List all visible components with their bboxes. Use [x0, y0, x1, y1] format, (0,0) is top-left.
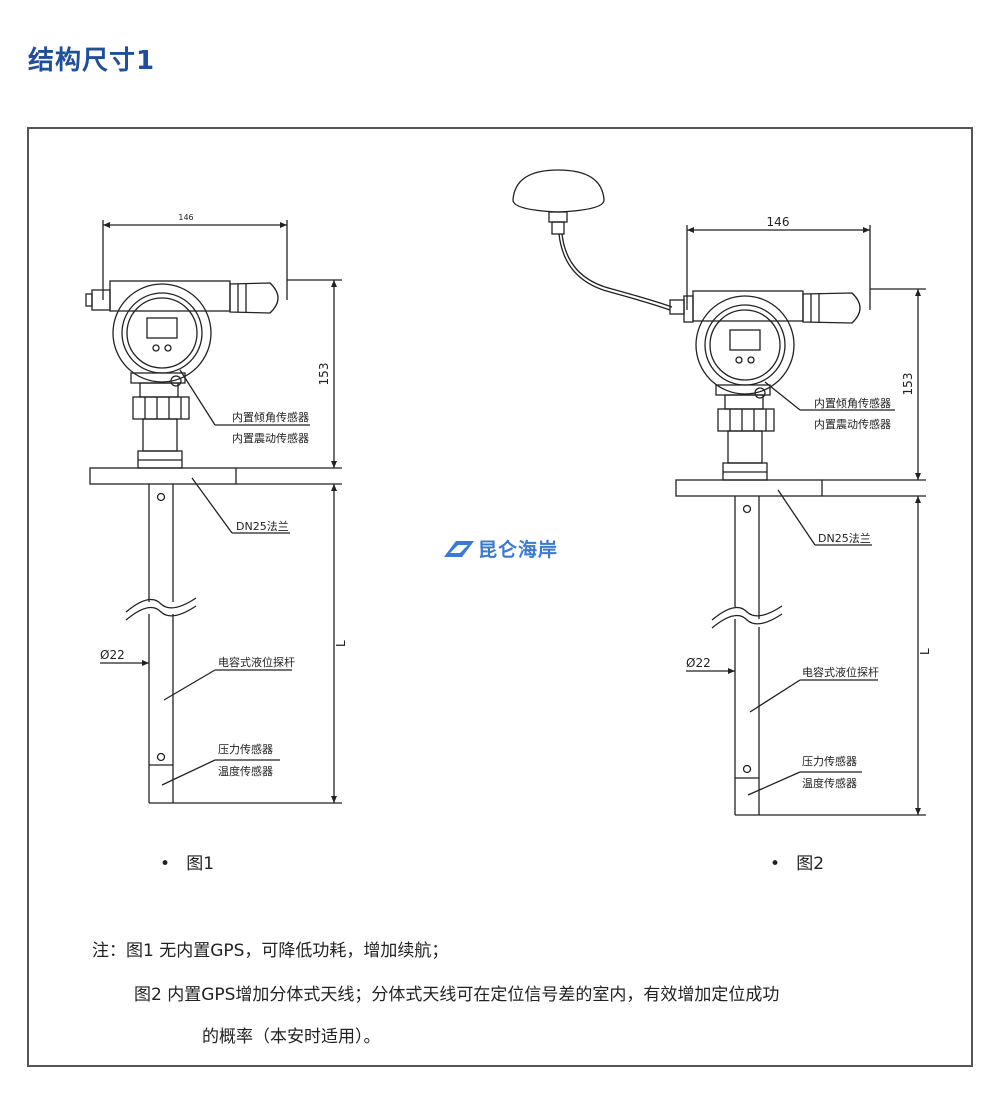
note-line-3: 的概率（本安时适用）。 [202, 1027, 381, 1047]
fig2-caption-text: 图2 [796, 854, 825, 874]
note-line-1: 注：图1 无内置GPS，可降低功耗，增加续航； [92, 941, 449, 961]
fig2-label-temp: 温度传感器 [802, 776, 857, 790]
drawing-frame [27, 127, 973, 1067]
fig2-label-diameter: Ø22 [686, 656, 711, 670]
fig1-label-pressure: 压力传感器 [218, 743, 273, 756]
fig1-caption-bullet: • [160, 854, 171, 874]
fig1-label-tilt: 内置倾角传感器 [232, 410, 309, 424]
page-title: 结构尺寸1 [28, 46, 156, 76]
fig2-label-pressure: 压力传感器 [802, 755, 857, 768]
fig2-label-flange: DN25法兰 [818, 531, 871, 545]
fig2-label-vibration: 内置震动传感器 [814, 417, 891, 431]
fig1-width-dim: 146 [178, 213, 193, 222]
fig1-height-dim: 153 [317, 363, 331, 386]
fig1-label-temp: 温度传感器 [218, 764, 273, 778]
fig2-caption-bullet: • [770, 854, 781, 874]
fig1-caption: • 图1 [160, 849, 214, 874]
fig2-label-tilt: 内置倾角传感器 [814, 396, 891, 410]
fig1-label-flange: DN25法兰 [236, 519, 289, 533]
note-line-2: 图2 内置GPS增加分体式天线；分体式天线可在定位信号差的室内，有效增加定位成功 [134, 985, 780, 1005]
fig2-label-length: L [918, 648, 932, 655]
fig1-caption-text: 图1 [186, 854, 215, 874]
watermark-logo: 昆仑海岸 [442, 535, 558, 562]
fig2-height-dim: 153 [901, 373, 915, 396]
fig1-label-length: L [334, 640, 348, 647]
figure2-device [512, 169, 926, 816]
fig1-label-probe: 电容式液位探杆 [218, 655, 295, 669]
watermark-text: 昆仑海岸 [478, 539, 559, 561]
fig2-label-probe: 电容式液位探杆 [802, 665, 879, 679]
fig1-label-vibration: 内置震动传感器 [232, 431, 309, 445]
figure1-device [85, 220, 342, 804]
fig2-width-dim: 146 [767, 215, 790, 229]
fig1-label-diameter: Ø22 [100, 648, 125, 662]
fig2-caption: • 图2 [770, 849, 824, 874]
logo-icon [444, 540, 474, 557]
